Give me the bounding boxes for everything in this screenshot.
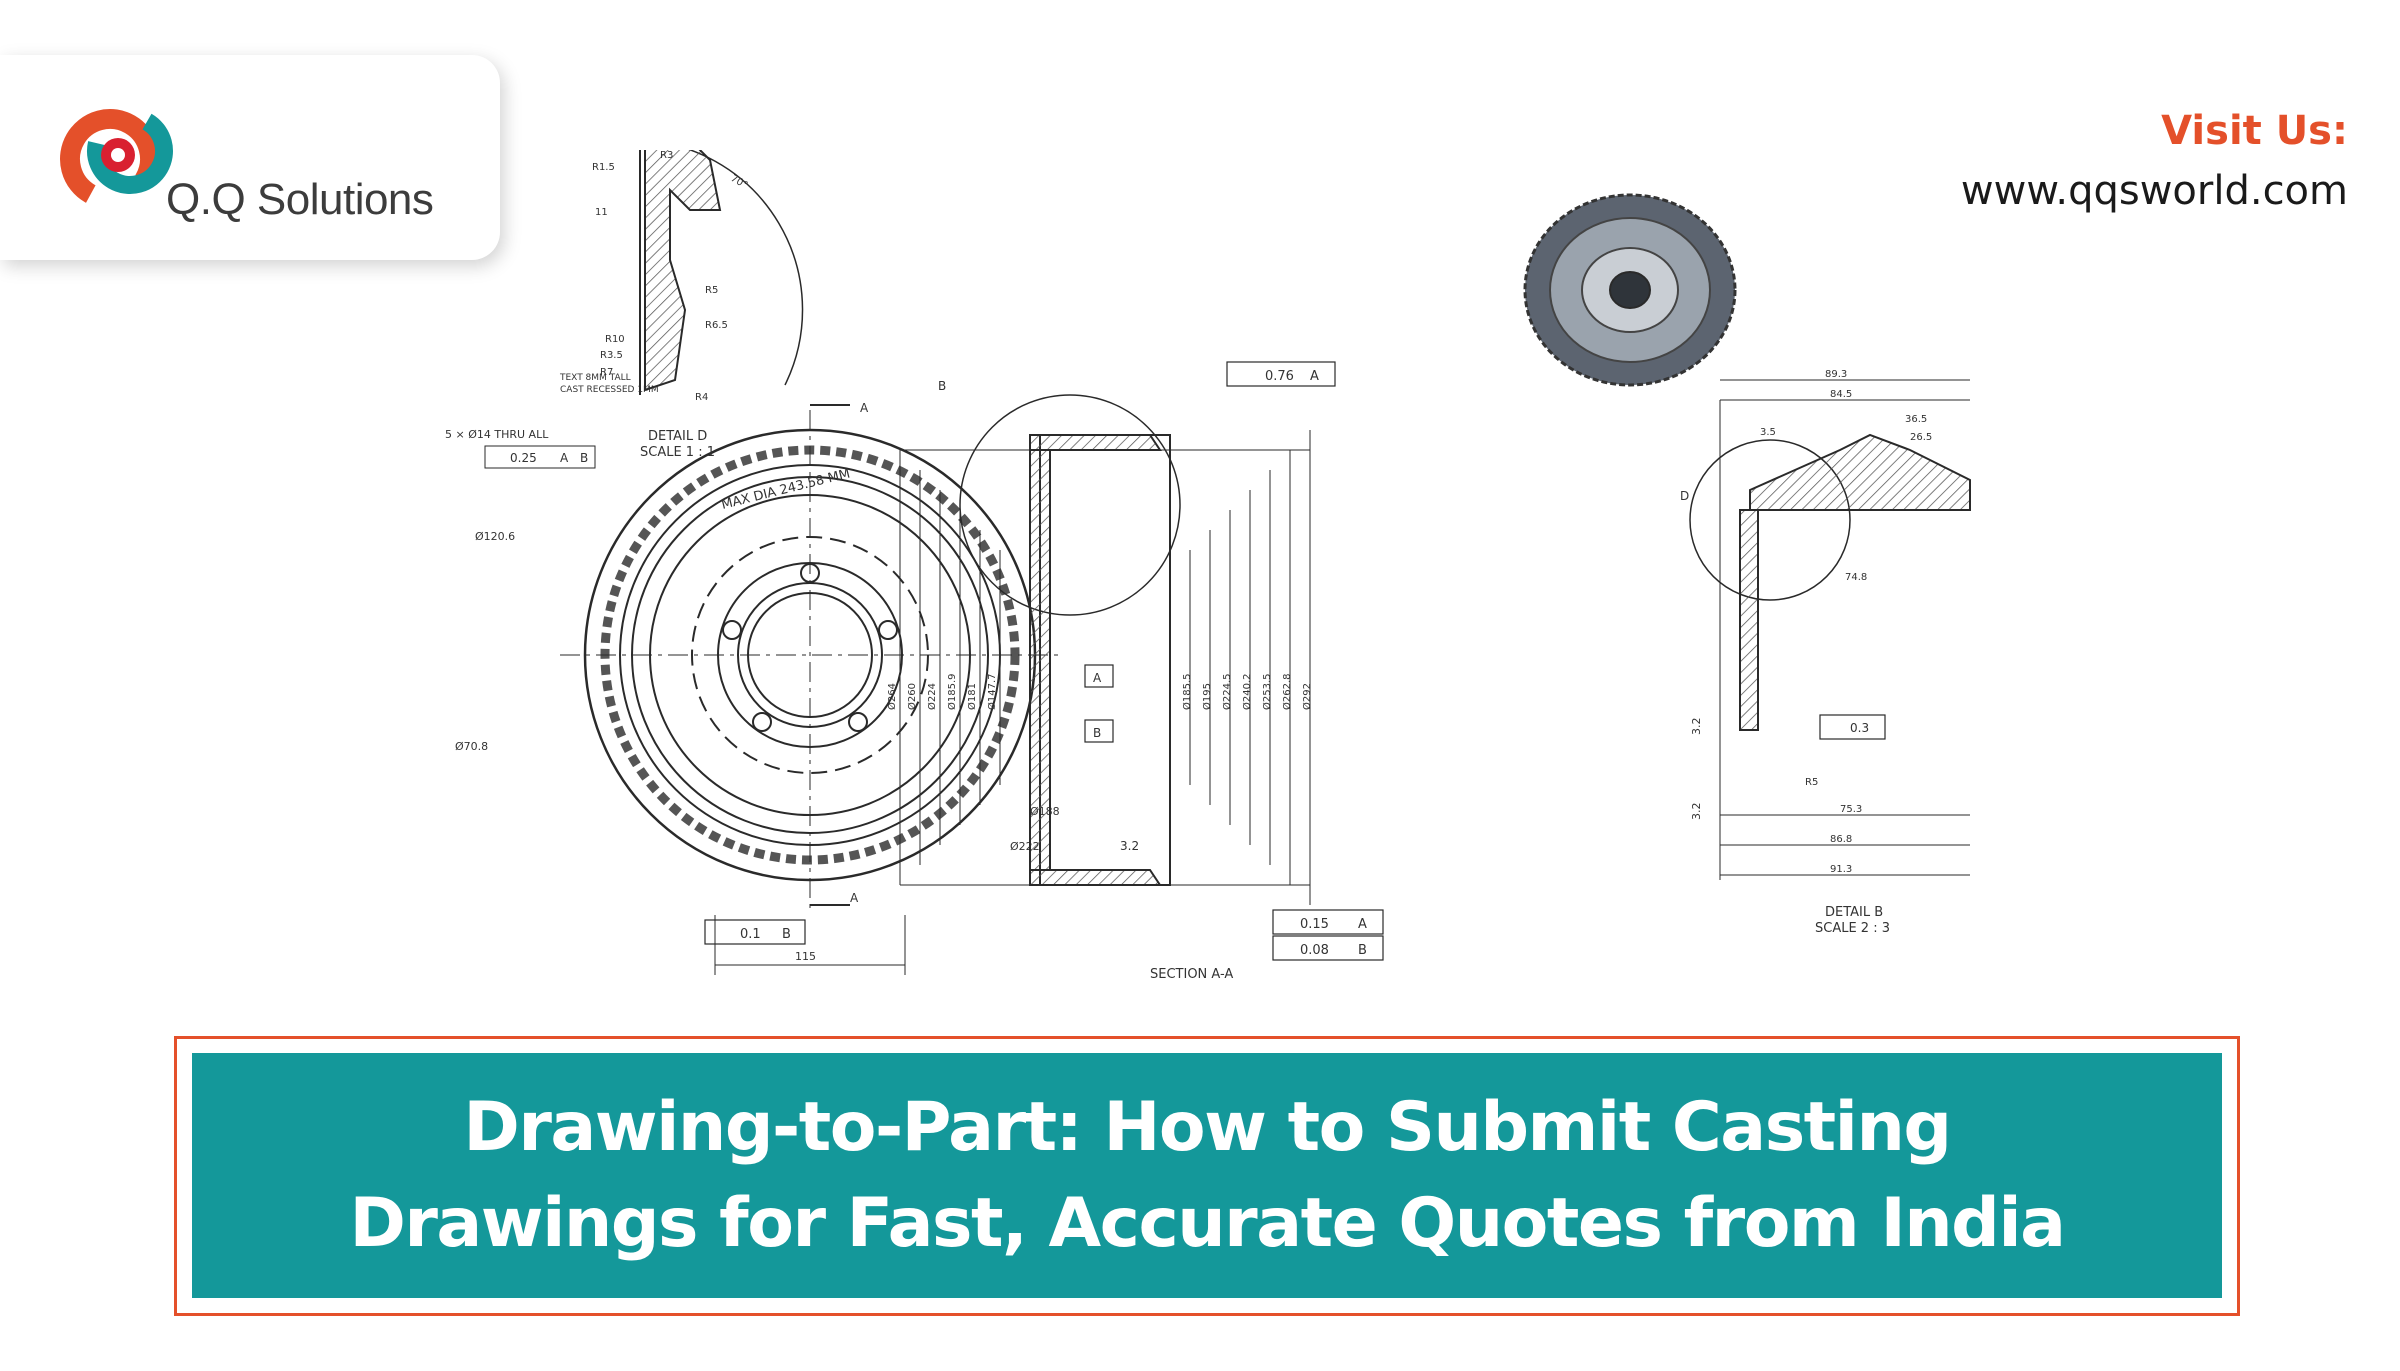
r1-5: R1.5 <box>592 162 615 173</box>
surf-finish-section: 3.2 <box>1120 839 1139 853</box>
detail-d-label: DETAIL D <box>648 429 707 444</box>
part-render <box>1523 193 1737 387</box>
r10: R10 <box>605 334 625 345</box>
right-diameters: Ø185.5 Ø195 Ø224.5 Ø240.2 Ø253.5 Ø262.8 … <box>1181 674 1313 711</box>
parallel-datum: B <box>782 927 791 942</box>
r5: R5 <box>705 285 718 296</box>
surf-finish-b1: 3.2 <box>1690 718 1703 736</box>
runout-bottom-datum: A <box>1358 917 1367 932</box>
hole-datum-a: A <box>560 451 569 465</box>
section-mark-bottom: A <box>850 891 859 905</box>
svg-text:Ø224: Ø224 <box>926 683 938 710</box>
detail-d <box>639 150 804 395</box>
title-frame <box>174 1036 2240 1316</box>
svg-text:Ø195: Ø195 <box>1201 683 1213 710</box>
max-dia-label: MAX DIA 243.58 MM <box>720 466 852 513</box>
brand-name: Q.Q Solutions <box>166 175 434 224</box>
note-text-1: TEXT 8MM TALL <box>559 373 631 383</box>
section-datum-a: A <box>1093 671 1102 685</box>
title-banner: Drawing-to-Part: How to Submit Casting D… <box>192 1053 2222 1298</box>
detail-d-scale: SCALE 1 : 1 <box>640 445 715 460</box>
svg-text:Ø264: Ø264 <box>886 683 898 710</box>
section-datum-b: B <box>1093 726 1101 740</box>
dim-84-5: 84.5 <box>1830 389 1852 400</box>
technical-drawing: TEXT 8MM TALL CAST RECESSED 1MM 5 × Ø14 … <box>445 150 1971 982</box>
qq-logo-icon <box>60 108 173 209</box>
dim-86-8: 86.8 <box>1830 834 1852 845</box>
dim-70: Ø70.8 <box>455 740 488 753</box>
angle-70: 70° <box>729 173 750 191</box>
perp-bottom-datum: B <box>1358 943 1367 958</box>
svg-text:Ø240.2: Ø240.2 <box>1241 674 1253 711</box>
svg-text:Ø185.9: Ø185.9 <box>946 674 958 711</box>
r3-5: R3.5 <box>600 350 623 361</box>
r5-b: R5 <box>1805 777 1818 788</box>
left-diameters: Ø264 Ø260 Ø224 Ø185.9 Ø181 Ø147.7 <box>886 674 998 711</box>
r3: R3 <box>660 150 673 161</box>
svg-text:Ø181: Ø181 <box>966 683 978 710</box>
hole-tolerance: 0.25 <box>510 451 537 465</box>
hole-callout: 5 × Ø14 THRU ALL <box>445 428 549 441</box>
runout-bottom: 0.15 <box>1300 917 1329 932</box>
dim-91-3: 91.3 <box>1830 864 1852 875</box>
svg-text:Ø224.5: Ø224.5 <box>1221 674 1233 711</box>
dim-74-8: 74.8 <box>1845 572 1867 583</box>
dim-115: 115 <box>795 950 816 963</box>
r7: R7 <box>600 367 613 378</box>
parallel-tol: 0.1 <box>740 927 761 942</box>
svg-text:Ø262.8: Ø262.8 <box>1281 674 1293 711</box>
dim-36-5: 36.5 <box>1905 414 1927 425</box>
svg-text:Ø253.5: Ø253.5 <box>1261 674 1273 711</box>
front-view <box>560 404 1060 975</box>
svg-text:Ø185.5: Ø185.5 <box>1181 674 1193 711</box>
section-label: SECTION A-A <box>1150 967 1233 982</box>
detail-b-callout: B <box>938 379 946 393</box>
surf-finish-b2: 3.2 <box>1690 803 1703 821</box>
visit-label: Visit Us: <box>2161 108 2348 154</box>
dim-26-5: 26.5 <box>1910 432 1932 443</box>
section-mark-top: A <box>860 401 869 415</box>
logo-card: Q.Q Solutions <box>0 55 500 260</box>
note-text-2: CAST RECESSED 1MM <box>560 385 659 395</box>
headline-line-2: Drawings for Fast, Accurate Quotes from … <box>349 1183 2066 1263</box>
dim-120: Ø120.6 <box>475 530 515 543</box>
svg-text:Ø260: Ø260 <box>906 683 918 710</box>
runout-top-datum: A <box>1310 369 1319 384</box>
visit-url[interactable]: www.qqsworld.com <box>1960 168 2348 214</box>
perp-bottom: 0.08 <box>1300 943 1329 958</box>
runout-top: 0.76 <box>1265 369 1294 384</box>
flatness-tol: 0.3 <box>1850 721 1869 735</box>
dim-75-3: 75.3 <box>1840 804 1862 815</box>
dim-89-3: 89.3 <box>1825 369 1847 380</box>
svg-text:Ø292: Ø292 <box>1301 683 1313 710</box>
headline-line-1: Drawing-to-Part: How to Submit Casting <box>463 1087 1952 1167</box>
dim-3-5: 3.5 <box>1760 427 1776 438</box>
dim-11: 11 <box>595 207 608 218</box>
svg-text:Ø147.7: Ø147.7 <box>986 674 998 711</box>
detail-b <box>1689 379 1971 880</box>
hole-datum-b: B <box>580 451 588 465</box>
detail-b-scale: SCALE 2 : 3 <box>1815 921 1890 936</box>
section-view <box>704 361 1384 961</box>
r4: R4 <box>695 392 708 403</box>
detail-d-callout: D <box>1680 489 1689 503</box>
detail-b-label: DETAIL B <box>1825 905 1883 920</box>
r6-5: R6.5 <box>705 320 728 331</box>
